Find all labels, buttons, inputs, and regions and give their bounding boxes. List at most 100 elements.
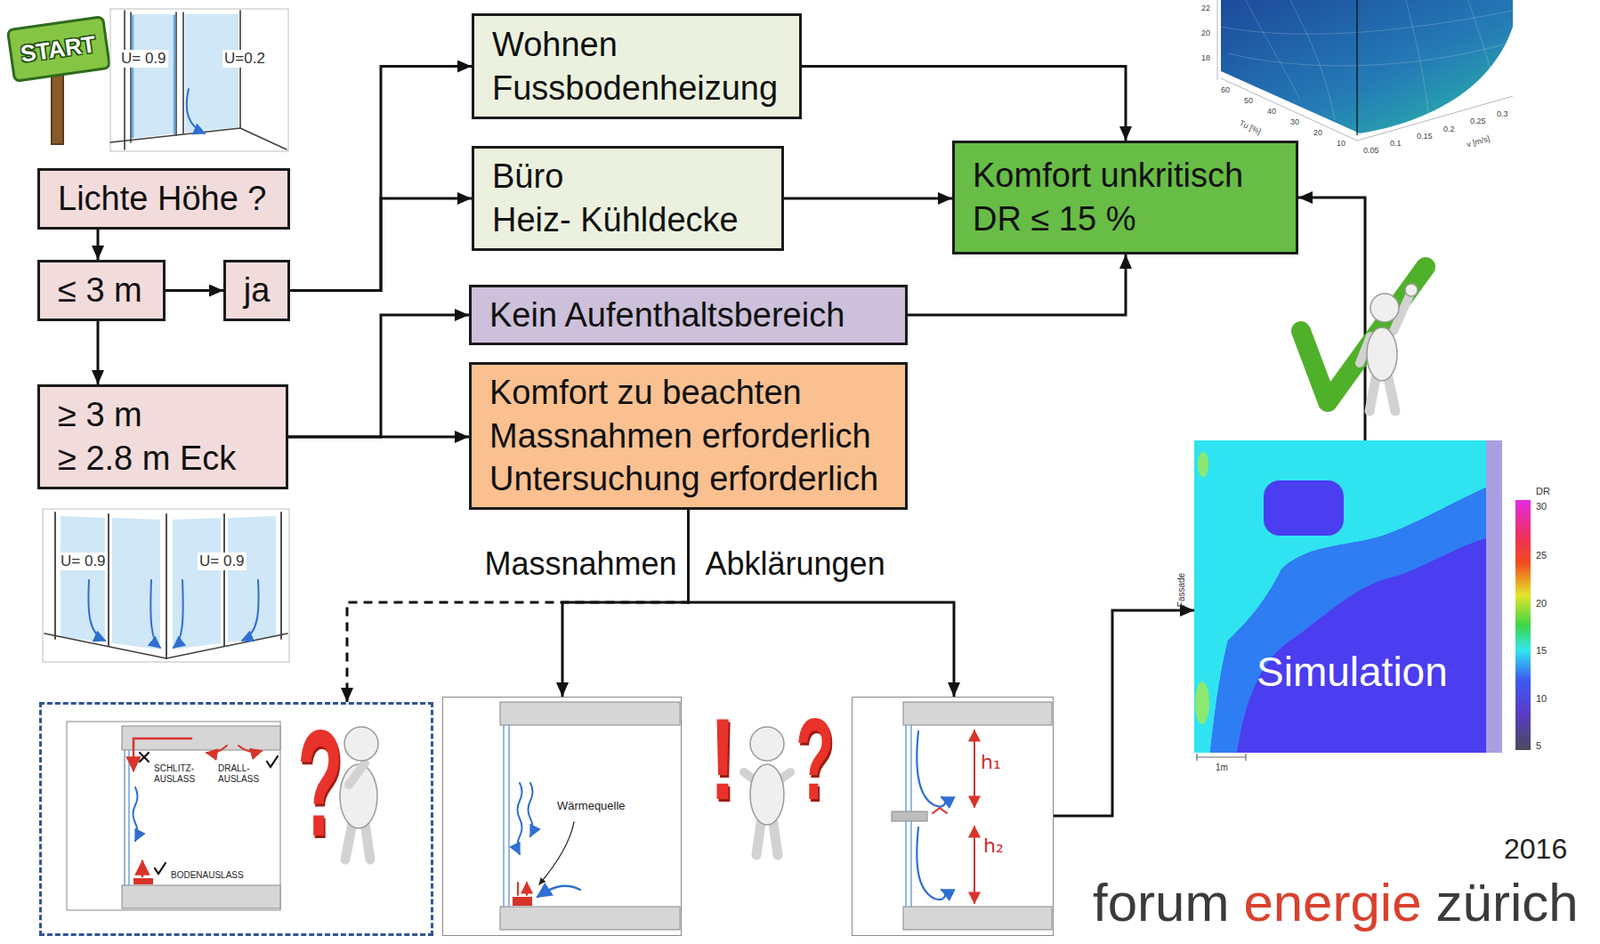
scale-tick: 20 [1535,597,1547,610]
axis-tick: 0.05 [1363,145,1380,156]
text-slot: Simulation [1256,647,1448,697]
thinking-figure [345,823,353,860]
sketch-label: DRALL- AUSLASS [218,763,265,785]
text-slot: Abklärungen [703,544,889,583]
text-slot: ? [795,701,835,817]
box-heading: Wohnen [492,23,618,67]
flow-arrow [562,509,689,697]
flow-arrow [96,321,100,385]
vent-sketch [133,878,154,885]
axis-tick: 50 [1244,96,1253,106]
text-slot: Massnahmen [481,544,679,583]
sketch-label: SCHLITZ- AUSLASS [153,763,201,785]
thinking-figure [364,823,371,860]
flow-arrow [288,315,469,437]
text-slot: Tu [%] [1237,118,1263,138]
side-caption: Fassade [1176,573,1188,607]
axis-tick: 20 [1201,28,1211,39]
flow-arrow [288,436,469,439]
text-slot: BODENAUSLASS [170,870,244,881]
heatmap [1263,480,1344,536]
text-slot: 0.1 [1389,138,1402,149]
vent-sketch [206,745,227,753]
scale-tick: 10 [1535,693,1547,705]
axis-tick: 22 [1201,3,1211,14]
heatmap [1194,440,1531,761]
axis-tick: 0.1 [1389,138,1402,149]
go-sign [51,69,64,145]
text-slot: ? [297,707,344,859]
surface-plot [1220,0,1513,134]
flow-arrow [783,197,953,201]
go-sign [7,16,110,145]
flow-arrow [1053,610,1195,817]
puzzled-figure [750,764,784,825]
axis-tick: 60 [1220,85,1230,96]
heat-source-sketch [500,702,680,726]
corner-window-sketch [112,517,161,650]
heat-source-sketch [539,822,574,885]
box-line: DR ≤ 15 % [972,197,1136,242]
text-slot: 25 [1535,549,1547,562]
facade-flow-sketch [973,826,976,904]
text-slot: h₁ [980,751,1002,775]
text-slot: U= 0.9 [119,49,169,68]
box-heading: ja [243,268,271,313]
brand-word: forum [1092,876,1229,930]
scale-tick: 15 [1535,645,1547,657]
flow-arrow [290,198,472,291]
vent-sketch [66,721,281,911]
puzzled-figure [756,823,761,856]
vent-sketch [133,737,192,741]
scale-tick: 5 [1535,740,1542,752]
vent-sketch [121,726,281,751]
corner-window-sketch [55,512,282,659]
heat-source-sketch [512,896,533,906]
text-slot: 20 [1313,128,1323,138]
vent-sketch [132,738,136,771]
text-slot: U= 0.9 [58,552,108,571]
box-heading: ≤ 3 m [57,268,143,313]
text-slot: 0.3 [1496,109,1509,120]
text-slot: Fassade [1176,573,1188,607]
flow-arrow [96,229,100,260]
text-slot: U=0.2 [222,49,267,68]
axis-tick: 10 [1336,138,1346,149]
sketch-label: BODENAUSLASS [170,870,244,881]
puzzled-figure [743,727,791,856]
window-sketch [132,16,175,138]
vent-sketch [139,752,149,762]
corner-window-sketch [60,516,106,643]
corner-window-sketch [173,580,184,648]
box-line: Heiz- Kühldecke [492,198,739,243]
text-slot: 40 [1267,106,1277,117]
puzzled-figure [750,727,784,761]
surface-plot [1220,0,1513,121]
window-sketch [110,8,289,152]
axis-title: v [m/s] [1465,134,1491,151]
panel-title: Simulation [1256,647,1448,697]
thinking-figure [348,763,365,785]
result-box: Komfort unkritischDR ≤ 15 % [952,140,1299,255]
heat-source-sketch [500,906,680,930]
text-slot: 0.2 [1443,124,1455,135]
text-slot: v [m/s] [1465,134,1491,151]
flow-arrow [165,289,224,292]
window-sketch [110,8,289,152]
surface-plot [1217,0,1219,81]
heatmap [1194,440,1503,753]
corner-window-sketch [42,509,290,663]
text-slot: 20 [1535,597,1547,610]
window-sketch [124,10,241,150]
heat-source-sketch [517,783,523,855]
vent-sketch [121,885,281,909]
box-line: Untersuchung erforderlich [489,457,879,502]
sketch-panel: SCHLITZ- AUSLASS DRALL- AUSLASS BODENAUSLA… [39,702,434,937]
u-value: U= 0.9 [119,49,169,68]
facade-flow-sketch [903,702,1052,726]
go-sign [7,16,110,81]
text-slot: ! [709,701,736,817]
sketch-panel: Wärmequelle [442,696,682,937]
thinking-figure [339,764,378,829]
corner-window-sketch [42,509,290,663]
